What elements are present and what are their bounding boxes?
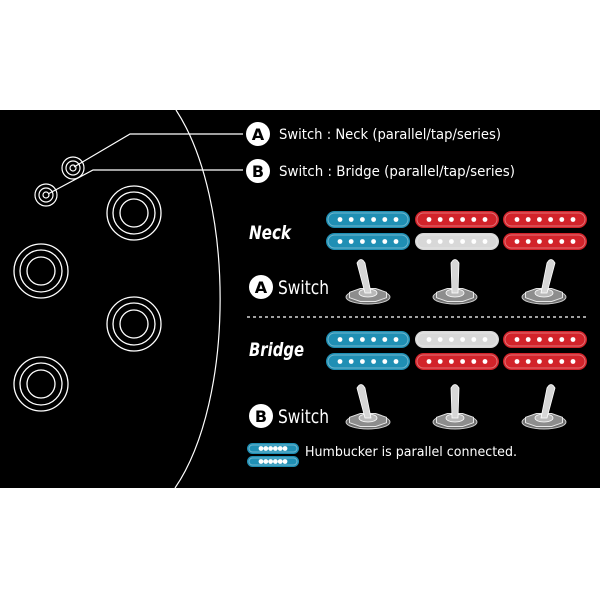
bridge-toggle-left-icon <box>345 384 391 430</box>
pickup-coil-bottom <box>326 353 410 370</box>
legend-b: B Switch : Bridge (parallel/tap/series) <box>246 159 515 183</box>
neck-switch-text: Switch <box>278 277 329 299</box>
legend-a-letter: A <box>252 125 265 144</box>
mini-switch-b-icon <box>34 183 58 207</box>
pickup-coil-top <box>326 331 410 348</box>
pickup-coil-bottom <box>503 353 587 370</box>
wiring-diagram: A Switch : Neck (parallel/tap/series) B … <box>0 110 600 488</box>
bridge-row-label: Bridge <box>249 339 304 361</box>
bridge-toggle-center-icon <box>432 384 478 430</box>
leader-line-b <box>47 169 243 195</box>
legend-a-badge-icon <box>246 122 270 146</box>
bridge-switch-badge-icon <box>249 404 273 428</box>
neck-toggle-center-icon <box>432 259 478 305</box>
neck-pickup-series-icon <box>503 211 587 250</box>
pickup-coil-top <box>326 211 410 228</box>
legend-b-text: Switch : Bridge (parallel/tap/series) <box>279 164 515 180</box>
footnote-text: Humbucker is parallel connected. <box>305 445 517 460</box>
control-knob-2-icon <box>13 243 69 299</box>
bridge-switch-label: B Switch <box>249 404 329 428</box>
neck-pickup-tap-icon <box>415 211 499 250</box>
neck-switch-label: A Switch <box>249 275 329 299</box>
footnote-coil-bottom <box>247 456 299 467</box>
pickup-coil-top <box>503 331 587 348</box>
diagram-background <box>0 110 600 488</box>
pickup-coil-bottom <box>326 233 410 250</box>
bridge-pickup-parallel-icon <box>326 331 410 370</box>
pickup-coil-bottom <box>415 353 499 370</box>
pickup-coil-bottom <box>503 233 587 250</box>
parallel-humbucker-icon <box>247 443 299 467</box>
neck-toggle-right-icon <box>521 259 567 305</box>
neck-switch-badge-icon <box>249 275 273 299</box>
neck-toggle-left-icon <box>345 259 391 305</box>
mini-switch-a-icon <box>61 156 85 180</box>
bridge-pickup-tap-icon <box>415 331 499 370</box>
legend-a-text: Switch : Neck (parallel/tap/series) <box>279 127 501 143</box>
legend-b-badge-icon <box>246 159 270 183</box>
control-knob-4-icon <box>13 356 69 412</box>
leader-line-a <box>73 133 243 168</box>
pickup-coil-top <box>503 211 587 228</box>
neck-row-label: Neck <box>249 222 292 244</box>
guitar-body-outline <box>174 110 221 488</box>
toggles-layer <box>345 259 567 430</box>
pickup-coil-bottom <box>415 233 499 250</box>
legend-a: A Switch : Neck (parallel/tap/series) <box>246 122 501 146</box>
neck-switch-letter: A <box>255 278 268 297</box>
footnote: Humbucker is parallel connected. <box>247 443 517 467</box>
legend-b-letter: B <box>252 162 264 181</box>
bridge-toggle-right-icon <box>521 384 567 430</box>
pickup-coil-top <box>415 211 499 228</box>
footnote-coil-top <box>247 443 299 454</box>
neck-pickup-parallel-icon <box>326 211 410 250</box>
bridge-switch-text: Switch <box>278 406 329 428</box>
pickups-layer <box>326 211 587 370</box>
bridge-pickup-series-icon <box>503 331 587 370</box>
control-knob-3-icon <box>106 296 162 352</box>
bridge-switch-letter: B <box>255 407 267 426</box>
control-knob-1-icon <box>106 185 162 241</box>
pickup-coil-top <box>415 331 499 348</box>
